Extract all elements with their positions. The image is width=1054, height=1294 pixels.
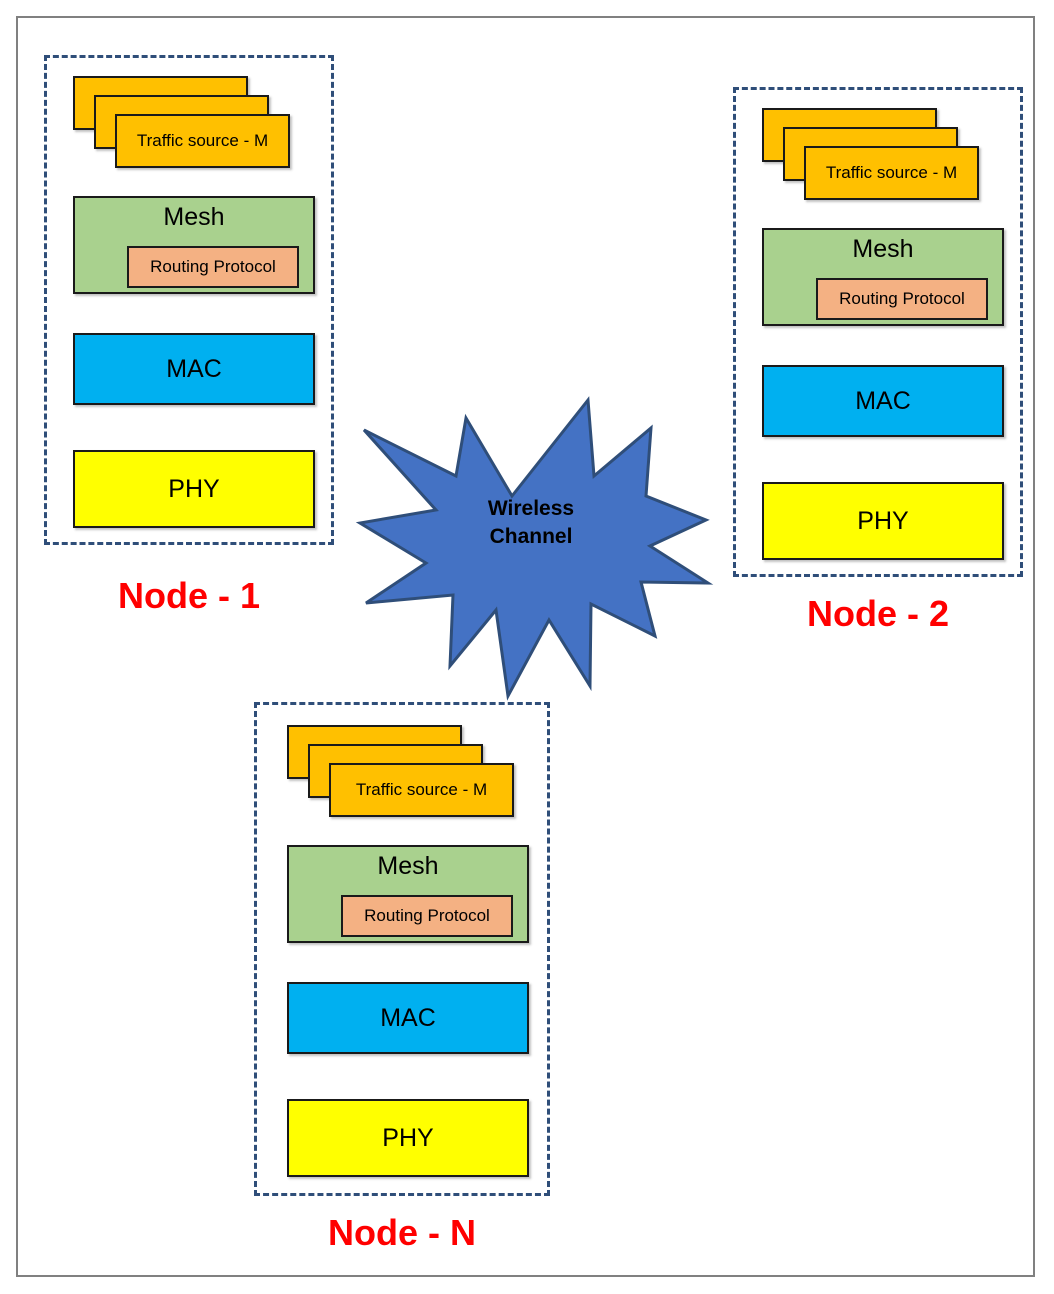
mac-layer-node-1[interactable]: MAC: [73, 333, 315, 405]
traffic-source-label: Traffic source - M: [825, 162, 958, 182]
traffic-source-stack-node-1[interactable]: Traffic source - M: [73, 76, 303, 168]
page-frame: [16, 16, 1035, 1277]
routing-protocol-label: Routing Protocol: [150, 257, 276, 276]
mesh-label: Mesh: [377, 852, 439, 880]
mac-label: MAC: [855, 386, 911, 415]
traffic-source-card-front[interactable]: Traffic source - M: [115, 114, 290, 168]
traffic-source-label: Traffic source - M: [136, 130, 269, 150]
mesh-layer-node-2[interactable]: Mesh Routing Protocol: [762, 228, 1004, 326]
mesh-layer-node-1[interactable]: Mesh Routing Protocol: [73, 196, 315, 294]
phy-label: PHY: [382, 1123, 434, 1152]
traffic-source-stack-node-n[interactable]: Traffic source - M: [287, 725, 517, 817]
phy-label: PHY: [857, 506, 909, 535]
phy-layer-node-n[interactable]: PHY: [287, 1099, 529, 1177]
phy-layer-node-1[interactable]: PHY: [73, 450, 315, 528]
routing-protocol-label: Routing Protocol: [839, 289, 965, 308]
mesh-label: Mesh: [163, 203, 225, 231]
mac-label: MAC: [166, 354, 222, 383]
node-box-node-1[interactable]: Traffic source - M Mesh Routing Protocol…: [44, 55, 334, 545]
routing-protocol-label: Routing Protocol: [364, 906, 490, 925]
node-caption-node-1: Node - 1: [117, 575, 260, 616]
mac-layer-node-2[interactable]: MAC: [762, 365, 1004, 437]
mac-label: MAC: [380, 1003, 436, 1032]
starburst-shape: [355, 396, 714, 701]
node-caption-node-2: Node - 2: [806, 593, 949, 634]
mesh-label: Mesh: [852, 235, 914, 263]
traffic-source-card-front[interactable]: Traffic source - M: [804, 146, 979, 200]
routing-protocol-box-node-1[interactable]: Routing Protocol: [127, 246, 299, 288]
node-caption-node-n: Node - N: [328, 1212, 476, 1253]
phy-label: PHY: [168, 474, 220, 503]
mesh-layer-node-n[interactable]: Mesh Routing Protocol: [287, 845, 529, 943]
wireless-channel-starburst[interactable]: [355, 396, 714, 701]
traffic-source-label: Traffic source - M: [355, 779, 488, 799]
routing-protocol-box-node-2[interactable]: Routing Protocol: [816, 278, 988, 320]
routing-protocol-box-node-n[interactable]: Routing Protocol: [341, 895, 513, 937]
phy-layer-node-2[interactable]: PHY: [762, 482, 1004, 560]
node-box-node-2[interactable]: Traffic source - M Mesh Routing Protocol…: [733, 87, 1023, 577]
traffic-source-card-front[interactable]: Traffic source - M: [329, 763, 514, 817]
traffic-source-stack-node-2[interactable]: Traffic source - M: [762, 108, 992, 200]
mac-layer-node-n[interactable]: MAC: [287, 982, 529, 1054]
node-box-node-n[interactable]: Traffic source - M Mesh Routing Protocol…: [254, 702, 550, 1196]
